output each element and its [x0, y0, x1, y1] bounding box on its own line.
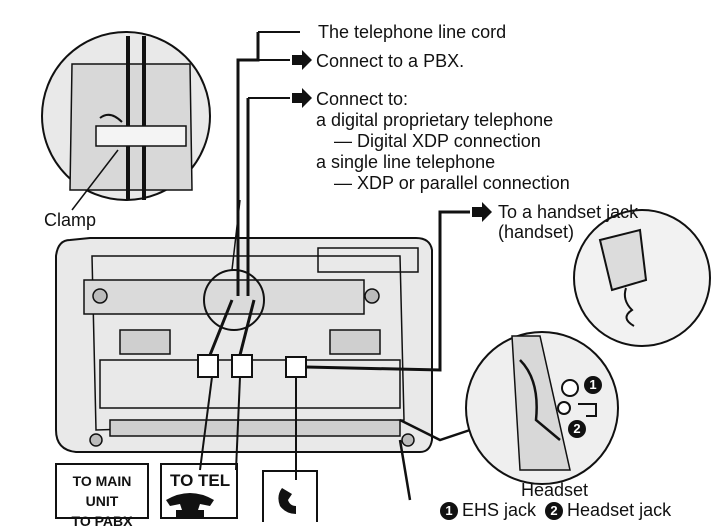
headset-jack-label: Headset jack — [567, 500, 672, 520]
clamp-label: Clamp — [44, 210, 97, 230]
headset-label: Headset — [521, 480, 589, 500]
handset-detail — [573, 209, 711, 347]
to-tel-label: TO TEL — [170, 471, 231, 490]
handset-paren-label: (handset) — [498, 222, 575, 242]
handset-icon — [278, 488, 296, 514]
handset-jack-label: To a handset jack — [498, 202, 639, 222]
right-arrow-icon — [292, 50, 312, 70]
to-tel-jack-box: TO TEL — [160, 463, 238, 519]
headset-detail — [465, 331, 619, 485]
marker-one: 1 — [440, 502, 458, 520]
telephone-icon — [166, 493, 214, 518]
main-unit-line1: TO MAIN UNIT — [72, 473, 132, 509]
xdp-parallel-label: — XDP or parallel connection — [334, 173, 570, 193]
ehs-jack-marker: 1 — [584, 374, 606, 394]
cords — [71, 31, 471, 501]
connect-to-label: Connect to: — [316, 89, 409, 109]
digital-telephone-label: a digital proprietary telephone — [316, 110, 554, 130]
single-line-label: a single line telephone — [316, 152, 496, 172]
ehs-jack-label: EHS jack — [462, 500, 537, 520]
handset-jack-box — [262, 470, 318, 522]
right-arrow-icon — [292, 88, 312, 108]
right-arrow-icon — [472, 202, 492, 222]
main-unit-jack-box: TO MAIN UNIT TO PABX — [55, 463, 149, 529]
marker-two: 2 — [545, 502, 564, 520]
digital-xdp-label: — Digital XDP connection — [334, 131, 541, 151]
clamp-detail — [41, 31, 211, 201]
line-cord-label: The telephone line cord — [318, 22, 507, 42]
main-unit-line2: TO PABX — [71, 513, 133, 529]
connect-pbx-label: Connect to a PBX. — [316, 51, 465, 71]
headset-jack-marker: 2 — [568, 418, 590, 438]
